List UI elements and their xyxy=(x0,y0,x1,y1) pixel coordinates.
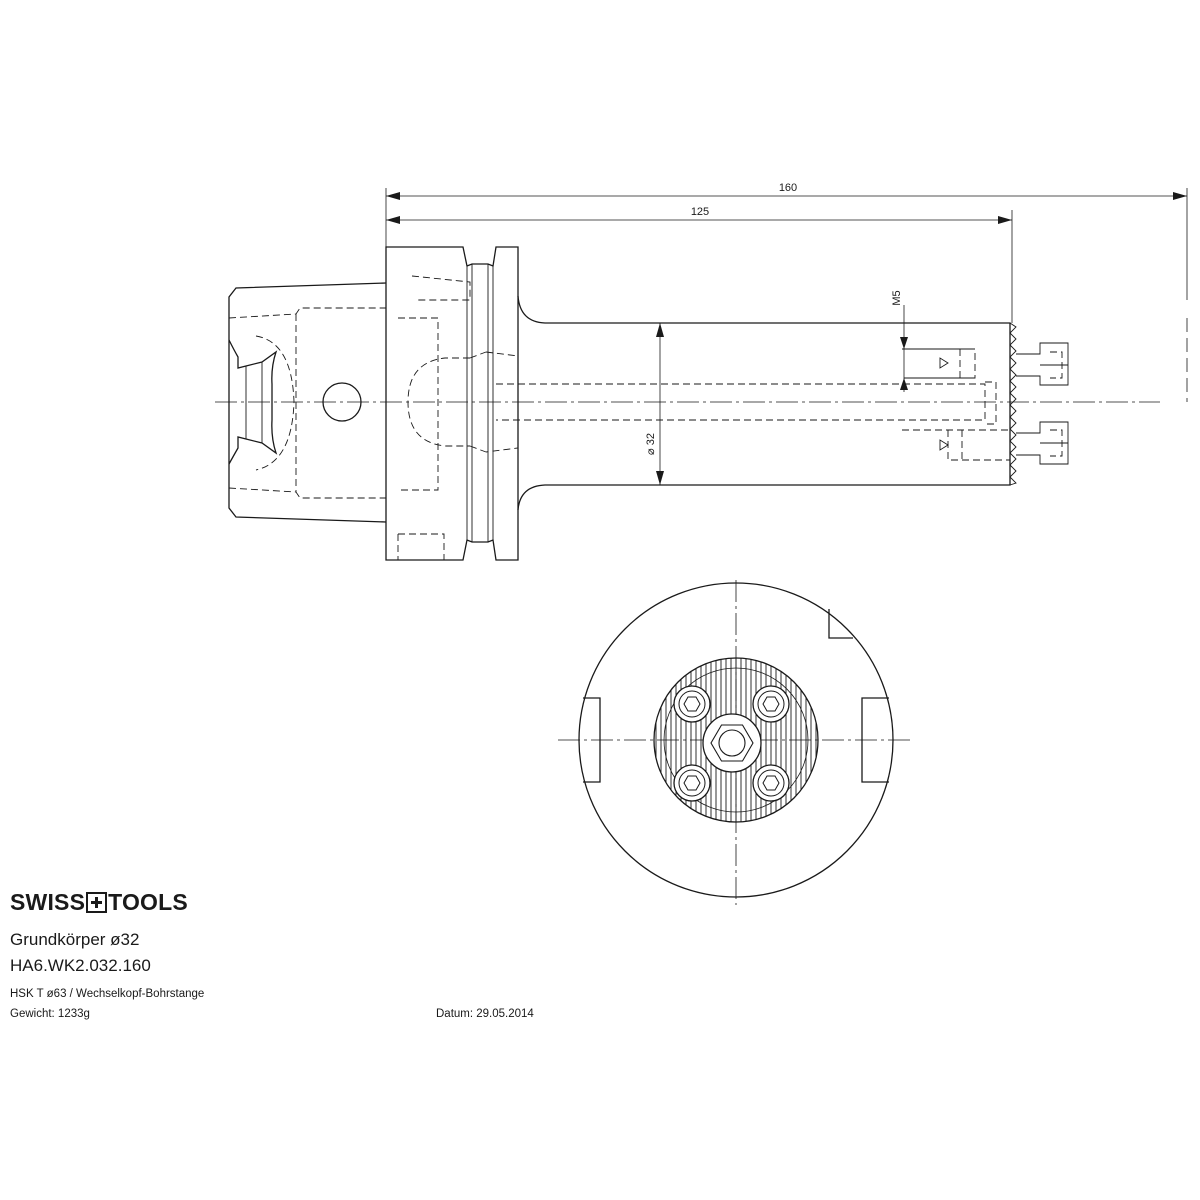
dim-thread: M5 xyxy=(891,290,903,305)
flange-circle xyxy=(578,582,894,898)
part-weight: Gewicht: 1233g xyxy=(10,1008,90,1020)
dim-shank-diameter: ⌀ 32 xyxy=(645,433,657,455)
drawing-date: Datum: 29.05.2014 xyxy=(436,1008,534,1020)
screw-upper xyxy=(1016,342,1069,386)
part-code: HA6.WK2.032.160 xyxy=(10,956,151,975)
screw-head-bottom-right xyxy=(752,764,790,802)
side-view xyxy=(215,246,1160,561)
serrated-face xyxy=(1009,322,1017,486)
clamping-chamber xyxy=(407,357,470,447)
screw-head-bottom-left xyxy=(673,764,711,802)
drive-slot-lower xyxy=(228,402,278,465)
logo-text-left: SWISS xyxy=(10,889,86,915)
coolant-bore xyxy=(496,383,986,421)
flange-outline xyxy=(385,246,519,561)
key-hole xyxy=(322,382,362,422)
screw-lower xyxy=(1016,421,1069,465)
center-coolant-screw xyxy=(702,713,762,773)
swiss-cross-icon xyxy=(86,892,108,913)
front-view xyxy=(558,580,912,905)
screw-head-top-left xyxy=(673,685,711,723)
dim-overall-length: 160 xyxy=(779,182,797,194)
drive-slot-upper xyxy=(228,339,278,402)
drive-slot-left xyxy=(583,697,601,783)
dimensions: 160 125 ⌀ 32 M5 xyxy=(385,182,1188,485)
hsk-taper-outline xyxy=(228,282,387,523)
screw-head-top-right xyxy=(752,685,790,723)
key-notch xyxy=(828,609,853,639)
drive-slot-right xyxy=(861,697,889,783)
dim-body-length: 125 xyxy=(691,206,709,218)
shank-outline xyxy=(517,295,1011,511)
part-name: Grundkörper ø32 xyxy=(10,930,140,949)
part-description: HSK T ø63 / Wechselkopf-Bohrstange xyxy=(10,988,205,1000)
logo-text-right: TOOLS xyxy=(108,889,188,915)
company-logo: SWISS TOOLS xyxy=(10,889,188,916)
